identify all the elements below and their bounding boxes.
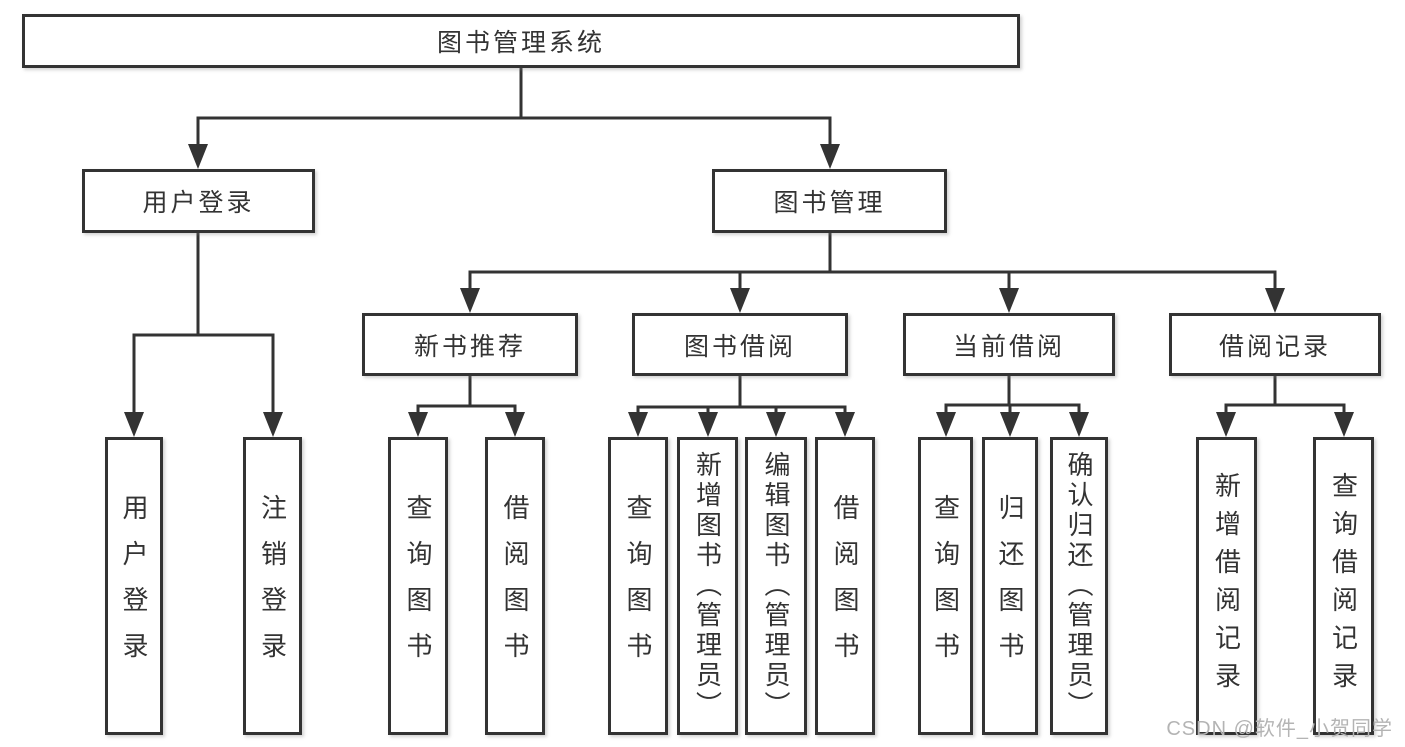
leaf-label: 新增图书（管理员） bbox=[692, 451, 723, 721]
leaf-label: 借阅图书 bbox=[500, 494, 530, 678]
leaf-add-borrow-record: 新增借阅记录 bbox=[1196, 437, 1257, 735]
node-label: 图书管理 bbox=[773, 189, 886, 217]
node-current-borrowing: 当前借阅 bbox=[903, 313, 1115, 376]
leaf-query-borrow-record: 查询借阅记录 bbox=[1313, 437, 1374, 735]
leaf-label: 注销登录 bbox=[257, 494, 288, 678]
leaf-logout: 注销登录 bbox=[243, 437, 302, 735]
node-borrowing-records: 借阅记录 bbox=[1169, 313, 1381, 376]
node-label: 借阅记录 bbox=[1218, 332, 1331, 361]
node-new-book-recommend: 新书推荐 bbox=[362, 313, 578, 376]
node-label: 用户登录 bbox=[142, 189, 255, 217]
leaf-query-books-borrowing: 查询图书 bbox=[608, 437, 668, 735]
node-label: 当前借阅 bbox=[952, 332, 1065, 361]
leaf-user-login: 用户登录 bbox=[105, 437, 163, 735]
leaf-label: 查询图书 bbox=[403, 494, 433, 678]
node-book-management-group: 图书管理 bbox=[712, 169, 947, 233]
node-label: 新书推荐 bbox=[413, 332, 526, 361]
leaf-label: 编辑图书（管理员） bbox=[761, 451, 791, 721]
arrowheads bbox=[124, 144, 1354, 437]
node-label: 图书借阅 bbox=[683, 332, 796, 361]
node-label: 图书管理系统 bbox=[436, 29, 605, 57]
leaf-query-books-recommend: 查询图书 bbox=[388, 437, 448, 735]
leaf-edit-book-admin: 编辑图书（管理员） bbox=[745, 437, 807, 735]
leaf-borrow-books-borrowing: 借阅图书 bbox=[815, 437, 875, 735]
leaf-query-books-current: 查询图书 bbox=[918, 437, 973, 735]
leaf-label: 用户登录 bbox=[119, 494, 149, 678]
leaf-label: 新增借阅记录 bbox=[1211, 472, 1242, 700]
node-library-system-root: 图书管理系统 bbox=[22, 14, 1020, 68]
leaf-return-books: 归还图书 bbox=[982, 437, 1038, 735]
node-book-borrowing: 图书借阅 bbox=[632, 313, 848, 376]
node-user-login-group: 用户登录 bbox=[82, 169, 315, 233]
leaf-borrow-books-recommend: 借阅图书 bbox=[485, 437, 545, 735]
leaf-label: 确认归还（管理员） bbox=[1064, 451, 1094, 721]
leaf-add-book-admin: 新增图书（管理员） bbox=[677, 437, 738, 735]
watermark: CSDN @软件_小贺同学 bbox=[1166, 718, 1393, 740]
leaf-label: 查询图书 bbox=[623, 494, 653, 678]
leaf-confirm-return-admin: 确认归还（管理员） bbox=[1050, 437, 1108, 735]
leaf-label: 查询借阅记录 bbox=[1328, 472, 1359, 700]
leaf-label: 查询图书 bbox=[930, 494, 961, 678]
leaf-label: 借阅图书 bbox=[830, 494, 860, 678]
leaf-label: 归还图书 bbox=[995, 494, 1025, 678]
